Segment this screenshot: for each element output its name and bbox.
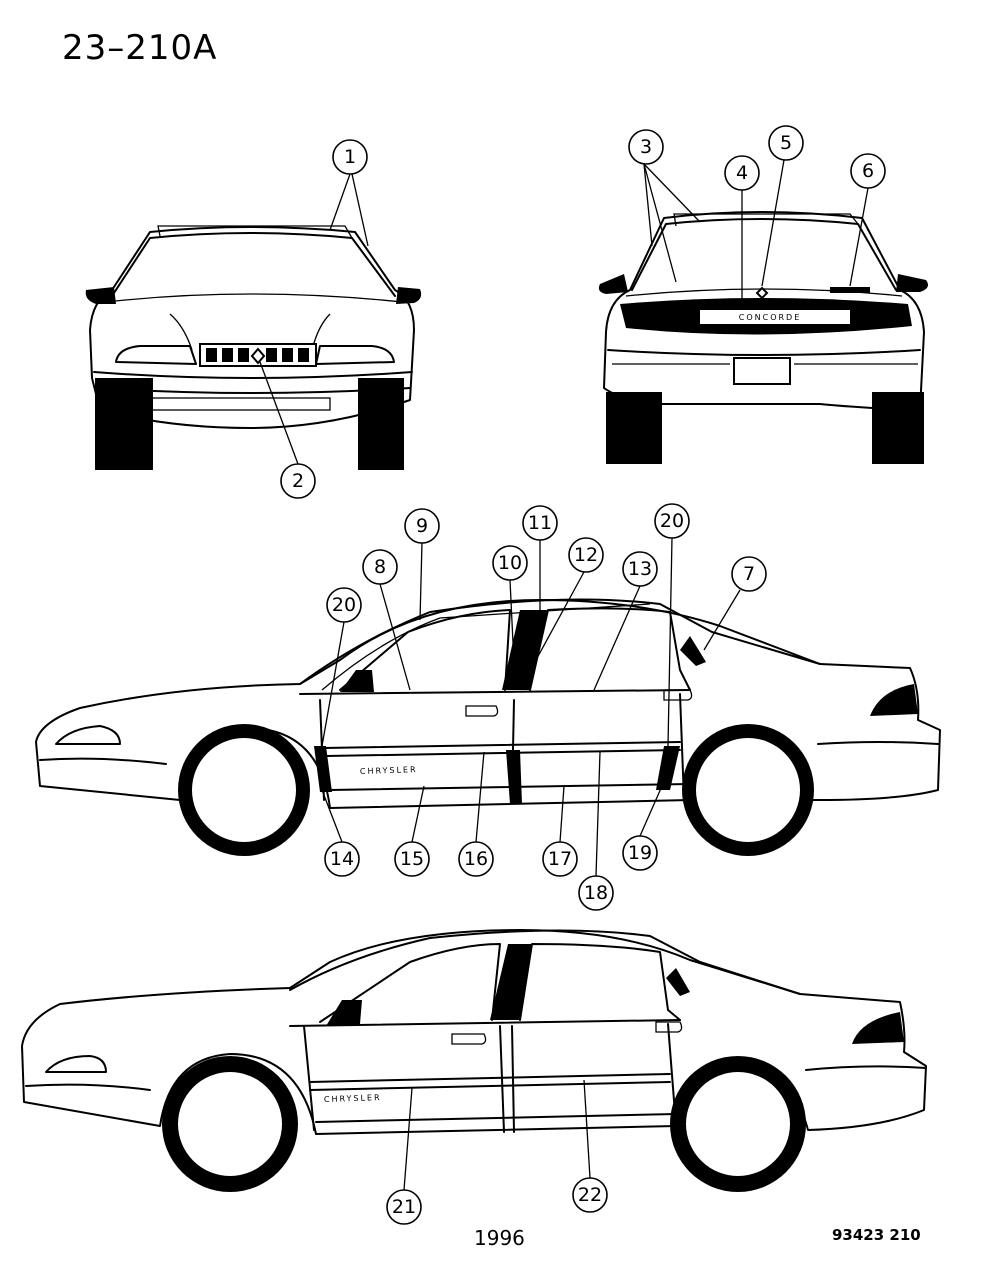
svg-text:CHRYSLER: CHRYSLER bbox=[324, 1093, 382, 1104]
front-right-tire bbox=[358, 378, 404, 470]
svg-text:17: 17 bbox=[548, 848, 572, 870]
side-mirror bbox=[340, 670, 374, 692]
svg-text:18: 18 bbox=[584, 882, 608, 904]
callout-5: 5 bbox=[768, 125, 804, 161]
callout-17: 17 bbox=[542, 841, 578, 877]
callout-10: 10 bbox=[492, 545, 528, 581]
callout-20a: 20 bbox=[326, 587, 362, 623]
callout-20b: 20 bbox=[654, 503, 690, 539]
callout-3: 3 bbox=[628, 129, 664, 165]
callout-15: 15 bbox=[394, 841, 430, 877]
callout-6: 6 bbox=[850, 153, 886, 189]
rear-emblem bbox=[755, 286, 769, 300]
svg-text:15: 15 bbox=[400, 848, 424, 870]
svg-text:2: 2 bbox=[292, 470, 304, 492]
rear-right-tire bbox=[872, 392, 924, 464]
svg-text:13: 13 bbox=[628, 558, 652, 580]
callout-12: 12 bbox=[568, 537, 604, 573]
side-view-detail: CHRYSLER bbox=[35, 598, 941, 856]
callout-21: 21 bbox=[386, 1189, 422, 1225]
callout-2: 2 bbox=[280, 463, 316, 499]
callout-9: 9 bbox=[404, 508, 440, 544]
svg-text:CONCORDE: CONCORDE bbox=[739, 313, 802, 322]
callout-7: 7 bbox=[731, 556, 767, 592]
front-view bbox=[85, 225, 422, 470]
svg-text:1: 1 bbox=[344, 146, 356, 168]
front-emblem bbox=[250, 347, 266, 365]
rear-view: CONCORDE bbox=[598, 211, 928, 464]
callout-18: 18 bbox=[578, 875, 614, 911]
side-view-full: CHRYSLER bbox=[21, 929, 927, 1192]
drawing-code: 93423 210 bbox=[832, 1226, 921, 1244]
svg-text:12: 12 bbox=[574, 544, 598, 566]
callout-22: 22 bbox=[572, 1177, 608, 1213]
b-pillar-applique bbox=[502, 610, 548, 690]
svg-text:19: 19 bbox=[628, 842, 652, 864]
svg-text:14: 14 bbox=[330, 848, 354, 870]
callout-4: 4 bbox=[724, 155, 760, 191]
leader-lines bbox=[259, 159, 869, 1191]
b-pillar-full bbox=[490, 944, 532, 1020]
svg-text:3: 3 bbox=[640, 136, 652, 158]
rear-fender-applique bbox=[656, 746, 680, 790]
callout-16: 16 bbox=[458, 841, 494, 877]
svg-text:22: 22 bbox=[578, 1184, 602, 1206]
svg-text:10: 10 bbox=[498, 552, 522, 574]
callout-1: 1 bbox=[332, 139, 368, 175]
svg-text:CHRYSLER: CHRYSLER bbox=[360, 765, 418, 776]
front-right-mirror bbox=[396, 287, 422, 304]
svg-text:6: 6 bbox=[862, 160, 874, 182]
svg-text:20: 20 bbox=[660, 510, 684, 532]
svg-text:5: 5 bbox=[780, 132, 792, 154]
callout-14: 14 bbox=[324, 841, 360, 877]
svg-text:7: 7 bbox=[743, 563, 755, 585]
callout-13: 13 bbox=[622, 551, 658, 587]
callout-8: 8 bbox=[362, 549, 398, 585]
front-fender-applique bbox=[314, 746, 332, 792]
svg-text:21: 21 bbox=[392, 1196, 416, 1218]
year-label: 1996 bbox=[474, 1226, 525, 1250]
side-mirror-full bbox=[326, 1000, 362, 1026]
callout-19: 19 bbox=[622, 835, 658, 871]
svg-text:4: 4 bbox=[736, 162, 748, 184]
callout-11: 11 bbox=[522, 505, 558, 541]
svg-text:8: 8 bbox=[374, 556, 386, 578]
svg-text:9: 9 bbox=[416, 515, 428, 537]
svg-text:11: 11 bbox=[528, 512, 552, 534]
page-title: 23–210A bbox=[62, 28, 218, 68]
svg-text:16: 16 bbox=[464, 848, 488, 870]
front-left-tire bbox=[95, 378, 153, 470]
svg-text:20: 20 bbox=[332, 594, 356, 616]
license-plate-area bbox=[733, 357, 791, 385]
